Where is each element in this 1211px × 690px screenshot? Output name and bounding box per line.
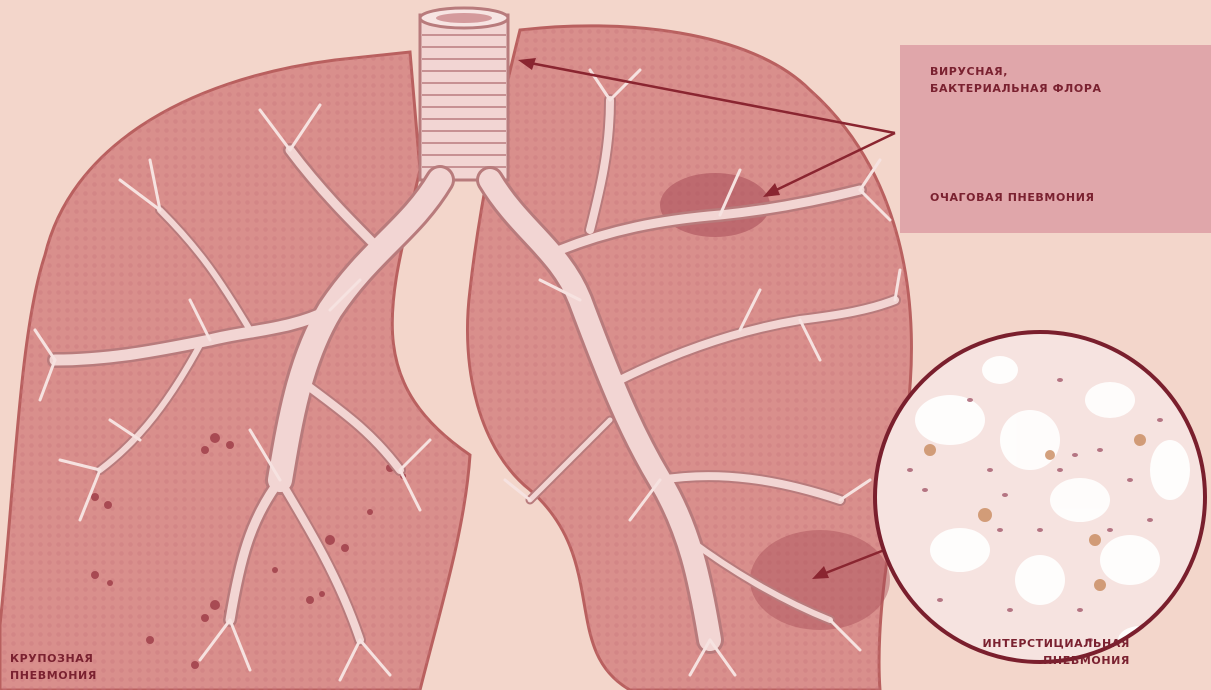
label-interstitial-pneumonia: ИНТЕРСТИЦИАЛЬНАЯ ПНЕВМОНИЯ xyxy=(960,635,1130,669)
label-croupous-pneumonia: КРУПОЗНАЯ ПНЕВМОНИЯ xyxy=(10,650,97,684)
label-focal-text: ОЧАГОВАЯ ПНЕВМОНИЯ xyxy=(930,189,1095,206)
trachea xyxy=(420,8,508,180)
label-flora-line-2: БАКТЕРИАЛЬНАЯ ФЛОРА xyxy=(930,80,1102,97)
label-croupous-line-2: ПНЕВМОНИЯ xyxy=(10,667,97,684)
label-flora-line-1: ВИРУСНАЯ, xyxy=(930,63,1102,80)
label-focal-pneumonia: ОЧАГОВАЯ ПНЕВМОНИЯ xyxy=(930,189,1095,206)
label-viral-bacterial-flora: ВИРУСНАЯ, БАКТЕРИАЛЬНАЯ ФЛОРА xyxy=(930,63,1102,97)
label-interstitial-line-2: ПНЕВМОНИЯ xyxy=(960,652,1130,669)
microscopic-view xyxy=(875,332,1205,662)
label-interstitial-line-1: ИНТЕРСТИЦИАЛЬНАЯ xyxy=(960,635,1130,652)
label-croupous-line-1: КРУПОЗНАЯ xyxy=(10,650,97,667)
